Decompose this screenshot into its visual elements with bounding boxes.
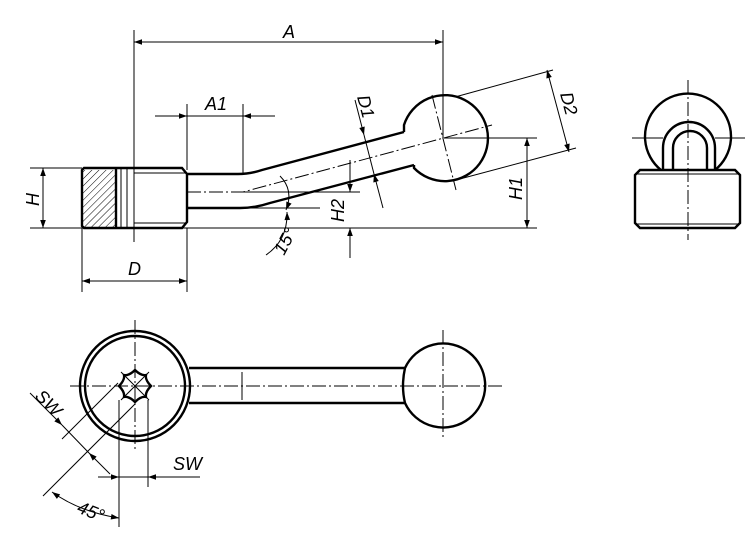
shaft-bottom [187, 163, 415, 210]
end-view-hub [633, 168, 742, 230]
shaft-top [187, 130, 405, 176]
dim-label-d1: D1 [353, 93, 378, 120]
dim-label-d: D [128, 259, 141, 279]
dim-label-h: H [23, 192, 43, 206]
top-view: SW SW 45° [29, 320, 505, 527]
angle-label-45: 45° [75, 497, 108, 526]
dim-label-h1: H1 [506, 177, 526, 200]
side-view: A A1 H D H1 H2 15° D1 [23, 22, 581, 292]
angle-label-15: 15° [270, 224, 300, 257]
torx-socket-icon [117, 368, 153, 404]
dim-label-h2: H2 [328, 199, 348, 222]
ball-knob [402, 93, 490, 183]
end-view [632, 80, 745, 240]
top-ball [401, 342, 487, 429]
dim-label-a1: A1 [204, 94, 227, 114]
top-shaft [189, 366, 405, 405]
dim-label-sw-diagonal: SW [31, 386, 67, 422]
dim-label-sw-horizontal: SW [173, 454, 204, 474]
hatched-section [82, 170, 116, 228]
dim-label-a: A [282, 22, 295, 42]
dim-label-d2: D2 [556, 90, 581, 117]
